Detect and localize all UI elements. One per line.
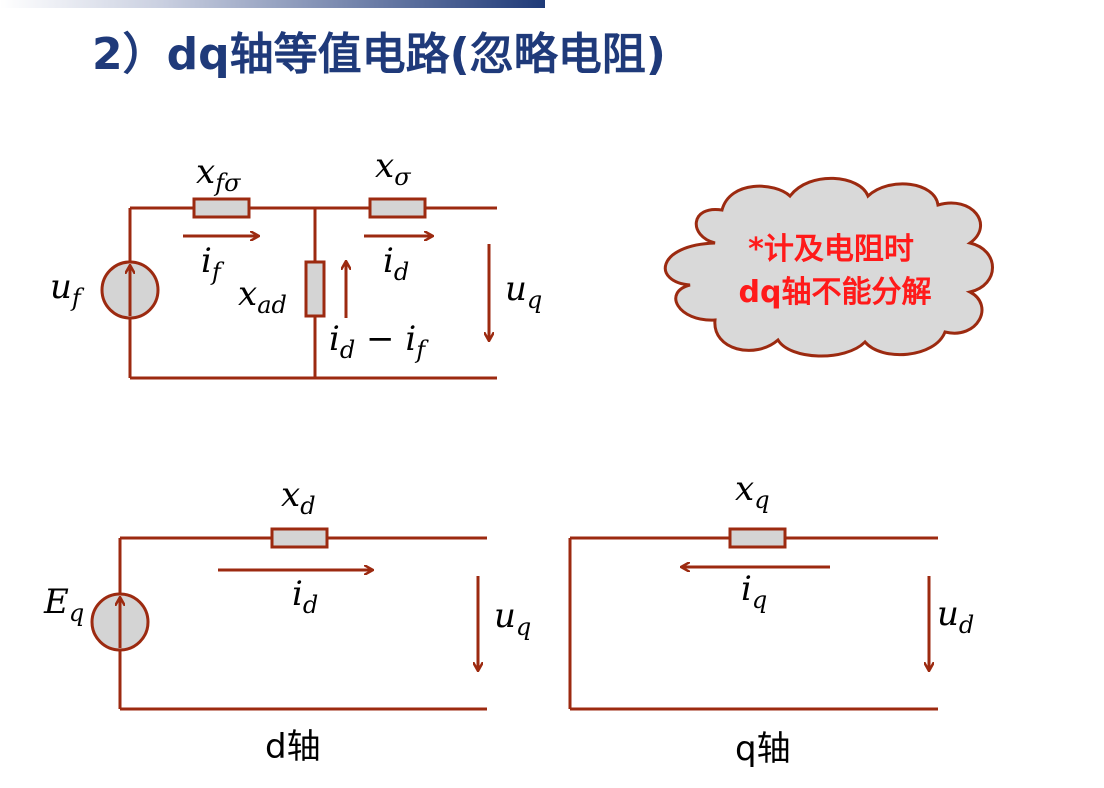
x-ad-resistor [304, 260, 326, 318]
i-d-label: id [383, 241, 409, 286]
x-d-resistor [270, 527, 329, 549]
u-q-label-d: uq [494, 596, 531, 641]
u-d-label: ud [937, 594, 974, 639]
u-q-label-top: uq [505, 269, 542, 314]
d-axis-caption: d轴 [265, 727, 321, 767]
title-accent-bar [0, 0, 545, 8]
u-f-label: uf [50, 267, 85, 312]
x-sigma-label: xσ [375, 146, 411, 191]
branch-current-label: id − if [329, 319, 429, 364]
q-axis-caption: q轴 [735, 729, 791, 769]
i-f-label: if [201, 241, 225, 286]
slide-title: 2）dq轴等值电路(忽略电阻) [92, 29, 666, 80]
cloud-callout: *计及电阻时 dq轴不能分解 [663, 176, 994, 358]
top-circuit [128, 206, 497, 380]
e-q-label: Eq [43, 582, 84, 627]
x-f-sigma-resistor [192, 197, 251, 219]
x-q-resistor [728, 527, 787, 549]
cloud-note-line2: dq轴不能分解 [739, 275, 932, 310]
u-f-source [100, 260, 160, 320]
x-d-label: xd [281, 475, 316, 520]
d-axis-circuit [118, 536, 487, 711]
e-q-source [90, 592, 150, 652]
x-q-label: xq [735, 469, 770, 514]
q-axis-circuit [568, 536, 938, 711]
x-f-sigma-label: xfσ [196, 152, 241, 197]
x-sigma-resistor [368, 197, 427, 219]
x-ad-label: xad [238, 274, 287, 319]
cloud-note-line1: *计及电阻时 [748, 232, 914, 267]
d-current-label: id [292, 574, 318, 619]
q-current-label: iq [741, 569, 767, 614]
